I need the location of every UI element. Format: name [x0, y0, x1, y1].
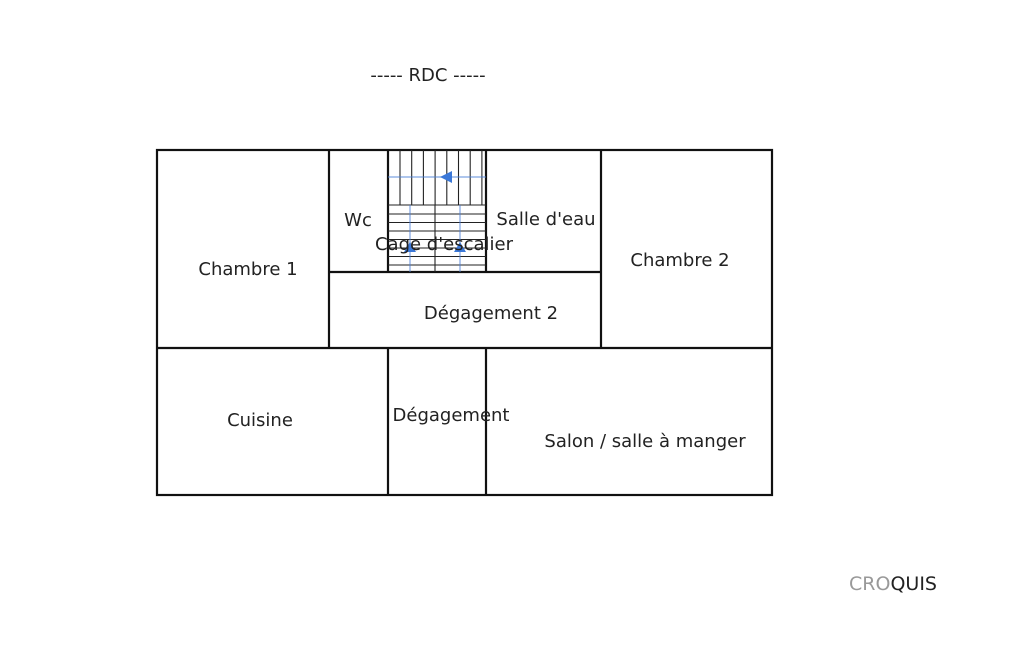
- arrow-up-icon: [454, 242, 466, 252]
- outer-wall: [155, 148, 774, 497]
- room-chambre-1: Chambre 1: [198, 259, 297, 280]
- room-labels: Chambre 1 Wc Cage d'escalier Salle d'eau…: [198, 209, 746, 452]
- room-wc: Wc: [344, 210, 372, 231]
- floor-title: ----- RDC -----: [370, 65, 485, 86]
- room-chambre-2: Chambre 2: [630, 250, 729, 271]
- room-cage-escalier: Cage d'escalier: [375, 234, 514, 255]
- arrow-up-icon: [404, 242, 416, 252]
- croquis-logo: CROQUIS: [849, 573, 937, 595]
- room-salle-eau: Salle d'eau: [496, 209, 595, 230]
- walls: [155, 148, 774, 497]
- staircase: [388, 150, 486, 272]
- room-cuisine: Cuisine: [227, 410, 293, 431]
- room-degagement-2: Dégagement 2: [424, 303, 558, 324]
- room-degagement: Dégagement: [393, 405, 510, 426]
- arrow-left-icon: [440, 171, 452, 183]
- room-salon: Salon / salle à manger: [544, 431, 746, 452]
